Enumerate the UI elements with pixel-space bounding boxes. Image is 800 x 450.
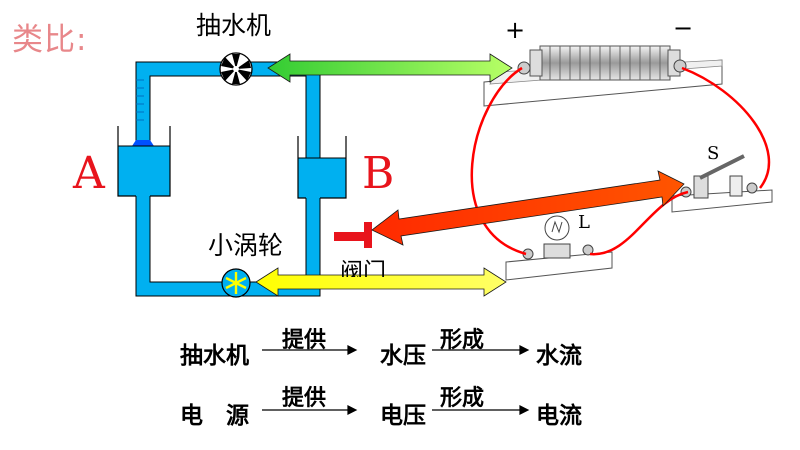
bulb-icon bbox=[522, 215, 594, 260]
turbine-label: 小涡轮 bbox=[208, 231, 284, 260]
vessel-a-water bbox=[118, 146, 170, 196]
vessel-b-wall bbox=[297, 136, 347, 199]
vessel-a-wall bbox=[117, 126, 171, 197]
arrow-pump-battery bbox=[267, 53, 513, 83]
slide-title: 类比: bbox=[12, 22, 88, 58]
row1-source: 抽水机 bbox=[180, 343, 249, 369]
bulb-label: L bbox=[578, 212, 590, 233]
row1-result: 水流 bbox=[536, 343, 582, 369]
vessel-b-water bbox=[298, 158, 346, 198]
pipe-scale bbox=[136, 79, 144, 121]
vessel-b-label: B bbox=[362, 148, 395, 199]
vessel-a-nozzle bbox=[132, 140, 154, 146]
row2-arrow1-label: 提供 bbox=[282, 386, 327, 411]
bulb-board bbox=[505, 251, 613, 281]
switch-label: S bbox=[707, 143, 720, 164]
water-circuit bbox=[117, 52, 372, 298]
battery-minus-label: − bbox=[673, 14, 694, 42]
valve-label: 阀门 bbox=[340, 259, 386, 285]
row1-middle: 水压 bbox=[380, 343, 426, 369]
wires bbox=[470, 66, 771, 256]
vessel-a-label: A bbox=[73, 148, 105, 199]
row2-middle: 电压 bbox=[380, 403, 426, 429]
pump-label: 抽水机 bbox=[196, 11, 272, 40]
row1-arrow2-label: 形成 bbox=[440, 328, 485, 353]
row1-arrow1-label: 提供 bbox=[282, 328, 327, 353]
battery-icon bbox=[517, 45, 687, 81]
row-arrows bbox=[262, 345, 530, 415]
battery-plus-label: + bbox=[505, 16, 526, 44]
turbine-icon bbox=[221, 268, 251, 298]
row2-source: 电 源 bbox=[180, 403, 249, 429]
arrow-valve-switch bbox=[371, 170, 685, 246]
arrow-turbine-bulb bbox=[255, 267, 507, 297]
pump-icon bbox=[219, 52, 253, 86]
electric-circuit bbox=[470, 45, 773, 281]
row2-result: 电流 bbox=[536, 403, 582, 429]
row2-arrow2-label: 形成 bbox=[440, 386, 485, 411]
valve-icon bbox=[334, 222, 372, 248]
